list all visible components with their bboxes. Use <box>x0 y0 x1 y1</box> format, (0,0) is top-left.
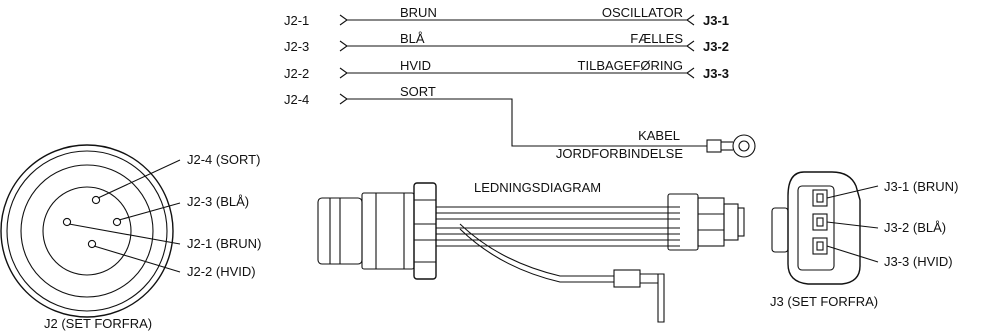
j3-connector-front-view <box>771 171 879 285</box>
row3-to-label: J3-3 <box>703 66 729 81</box>
harness-title: LEDNINGSDIAGRAM <box>474 180 601 195</box>
row2-left-chevron <box>339 40 348 52</box>
ground-label-jordforbindelse: JORDFORBINDELSE <box>556 146 683 161</box>
j2-pin-3-label: J2-3 (BLÅ) <box>187 194 249 209</box>
row3-color-label: HVID <box>400 58 431 73</box>
row3-right-chevron <box>686 67 695 79</box>
row3-from-label: J2-2 <box>284 66 309 81</box>
j2-connector-front-view <box>0 144 181 318</box>
j3-pin-1-label: J3-1 (BRUN) <box>884 179 958 194</box>
wiring-table: J2-1 BRUN OSCILLATOR J3-1 J2-3 BLÅ FÆLLE… <box>284 5 756 161</box>
row1-color-label: BRUN <box>400 5 437 20</box>
row3-left-chevron <box>339 67 348 79</box>
row1-to-label: J3-1 <box>703 13 729 28</box>
ground-label-kabel: KABEL <box>638 128 680 143</box>
row4-wire <box>347 98 707 147</box>
row2-right-chevron <box>686 40 695 52</box>
row2-signal-label: FÆLLES <box>630 31 683 46</box>
row1-right-chevron <box>686 14 695 26</box>
j3-caption: J3 (SET FORFRA) <box>770 294 878 309</box>
j2-pin-3 <box>112 217 122 227</box>
j3-pin-3-label: J3-3 (HVID) <box>884 254 953 269</box>
harness-drawing <box>317 182 745 323</box>
j2-pin-1-label: J2-1 (BRUN) <box>187 236 261 251</box>
row4-from-label: J2-4 <box>284 92 309 107</box>
row1-signal-label: OSCILLATOR <box>602 5 683 20</box>
j2-pin-2 <box>87 239 97 249</box>
row1-from-label: J2-1 <box>284 13 309 28</box>
row2-from-label: J2-3 <box>284 39 309 54</box>
ring-terminal-icon <box>706 134 756 158</box>
row2-to-label: J3-2 <box>703 39 729 54</box>
j2-pin-4 <box>91 195 101 205</box>
j2-caption: J2 (SET FORFRA) <box>44 316 152 331</box>
j2-pin-2-label: J2-2 (HVID) <box>187 264 256 279</box>
j2-pin-1 <box>62 217 72 227</box>
j3-pin-2-label: J3-2 (BLÅ) <box>884 220 946 235</box>
row3-signal-label: TILBAGEFØRING <box>578 58 683 73</box>
row1-left-chevron <box>339 14 348 26</box>
row4-left-chevron <box>339 93 348 105</box>
row4-color-label: SORT <box>400 84 436 99</box>
j2-pin-4-label: J2-4 (SORT) <box>187 152 260 167</box>
row2-color-label: BLÅ <box>400 31 425 46</box>
